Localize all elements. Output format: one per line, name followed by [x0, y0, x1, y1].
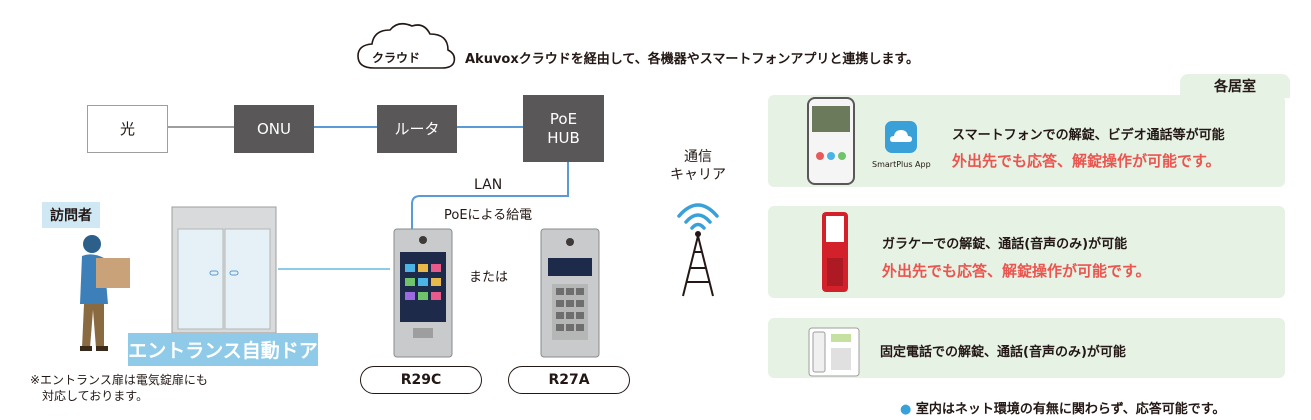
door-label: エントランス自動ドア: [128, 333, 318, 366]
door-note-line-2: 対応しております。: [42, 389, 149, 403]
carrier-label: 通信 キャリア: [663, 148, 733, 184]
lan-line: [411, 162, 569, 230]
router-label: ルータ: [394, 119, 440, 138]
smartphone-icon: [807, 97, 855, 185]
router-box: ルータ: [377, 105, 457, 153]
model-r29c: R29C: [360, 366, 482, 394]
lan-label: LAN: [474, 177, 503, 193]
onu-router-line: [312, 126, 378, 128]
poe-hub-box: PoE HUB: [523, 95, 604, 162]
hikari-label: 光: [119, 119, 135, 138]
app-label: SmartPlus App: [872, 160, 931, 169]
feature-phone-icon: [822, 212, 848, 292]
fiber-line: [168, 126, 236, 128]
poe-hub-label-2: HUB: [547, 128, 580, 147]
panel3-text: 固定電話での解錠、通話(音声のみ)が可能: [880, 345, 1126, 360]
footer-note: ● 室内はネット環境の有無に関わらず、応答可能です。: [900, 398, 1225, 417]
hikari-box: 光: [87, 105, 168, 153]
onu-label: ONU: [256, 119, 291, 138]
model-r27a: R27A: [508, 366, 630, 394]
poe-power-label: PoEによる給電: [444, 208, 533, 223]
door-device-line: [278, 268, 390, 270]
landline-phone-icon: [808, 327, 860, 377]
smartplus-app-icon: [885, 121, 917, 153]
panel1-highlight: 外出先でも応答、解錠操作が可能です。: [952, 152, 1221, 170]
cloud-icon: [357, 22, 456, 69]
visitor-label: 訪問者: [42, 202, 100, 228]
r29c-intercom-icon: [393, 228, 453, 358]
bullet-icon: ●: [900, 402, 912, 417]
onu-box: ONU: [234, 105, 314, 153]
poe-hub-label-1: PoE: [549, 109, 578, 128]
cloud-label: クラウド: [372, 51, 421, 65]
antenna-tower-icon: [677, 203, 719, 297]
footer-text: 室内はネット環境の有無に関わらず、応答可能です。: [915, 402, 1226, 417]
panel2-text: ガラケーでの解錠、通話(音声のみ)が可能: [882, 237, 1128, 252]
r27a-intercom-icon: [540, 228, 600, 358]
cloud-description: Akuvoxクラウドを経由して、各機器やスマートフォンアプリと連携します。: [465, 52, 920, 67]
panel1-text: スマートフォンでの解錠、ビデオ通話等が可能: [952, 128, 1225, 143]
carrier-line-1: 通信: [684, 149, 712, 165]
visitor-figure-icon: [80, 235, 130, 351]
rooms-tab: 各居室: [1180, 74, 1290, 98]
feature-phone-panel: [768, 206, 1285, 298]
door-note-line-1: ※エントランス扉は電気錠扉にも: [30, 373, 208, 387]
entrance-door-icon: [171, 206, 277, 334]
router-hub-line: [455, 126, 525, 128]
carrier-line-2: キャリア: [670, 167, 726, 183]
door-note: ※エントランス扉は電気錠扉にも 対応しております。: [30, 372, 208, 404]
panel2-highlight: 外出先でも応答、解錠操作が可能です。: [882, 262, 1151, 280]
or-label: または: [469, 270, 509, 285]
